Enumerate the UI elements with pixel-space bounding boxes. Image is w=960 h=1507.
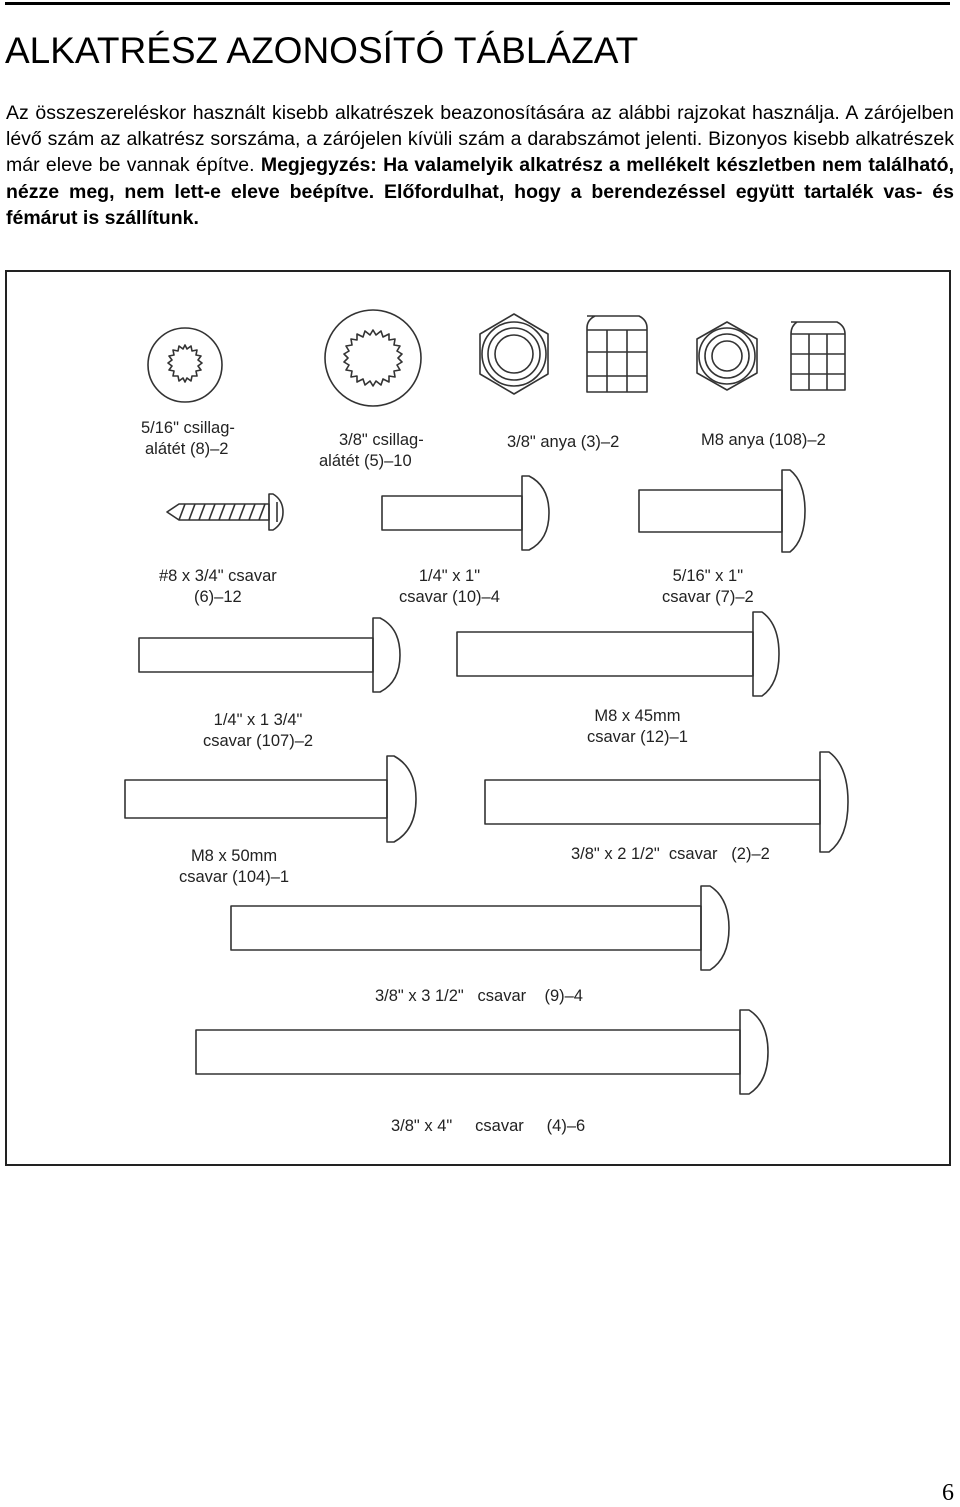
bolt-3-8x3-1-2-icon: [230, 885, 730, 971]
parts-drawing: [124, 309, 849, 1095]
bolt-1-4x1-3-4-icon: [138, 617, 401, 693]
parts-panel: 5/16" csillag- alátét (8)–2 3/8" csillag…: [5, 270, 951, 1166]
star-washer-large-icon: [324, 309, 422, 407]
intro-text: Az összeszereléskor használt kisebb alka…: [6, 102, 954, 177]
label-screw-8-3-4: #8 x 3/4" csavar (6)–12: [159, 567, 277, 606]
bolt-3-8x2-1-2-icon: [484, 751, 849, 853]
bolt-3-8x4-icon: [195, 1009, 769, 1095]
label-bolt-3-8x2-1-2: 3/8" x 2 1/2" csavar (2)–2: [571, 845, 770, 863]
wood-screw-icon: [166, 493, 284, 531]
label-bolt-3-8x4: 3/8" x 4" csavar (4)–6: [391, 1117, 586, 1135]
page-title: ALKATRÉSZ AZONOSÍTÓ TÁBLÁZAT: [5, 30, 639, 71]
nut-3-8-side-icon: [586, 315, 648, 393]
bolt-5-16x1-icon: [638, 469, 806, 553]
intro-note: Megjegyzés: Ha valamelyik alkatrész a me…: [6, 154, 954, 229]
label-nut-3-8: 3/8" anya (3)–2: [507, 433, 620, 451]
label-bolt-1-4x1: 1/4" x 1" csavar (10)–4: [399, 567, 500, 606]
bolt-1-4x1-icon: [381, 475, 550, 551]
label-washer-5-16: 5/16" csillag- alátét (8)–2: [141, 419, 235, 458]
nut-m8-side-icon: [790, 321, 846, 391]
label-bolt-3-8x3-1-2: 3/8" x 3 1/2" csavar (9)–4: [375, 987, 583, 1005]
nut-3-8-front-icon: [479, 313, 549, 395]
intro-paragraph: Az összeszereléskor használt kisebb alka…: [6, 100, 954, 231]
label-bolt-5-16x1: 5/16" x 1" csavar (7)–2: [662, 567, 754, 606]
label-washer-3-8: 3/8" csillag- alátét (5)–10: [319, 431, 424, 470]
bolt-m8x45-icon: [456, 611, 780, 697]
bolt-m8x50-icon: [124, 755, 417, 843]
top-rule: [5, 2, 950, 5]
page-number: 6: [942, 1480, 954, 1506]
label-bolt-m8x45: M8 x 45mm csavar (12)–1: [587, 707, 688, 746]
label-bolt-m8x50: M8 x 50mm csavar (104)–1: [179, 847, 290, 886]
label-bolt-1-4x1-3-4: 1/4" x 1 3/4" csavar (107)–2: [203, 711, 314, 750]
star-washer-small-icon: [147, 327, 223, 403]
nut-m8-front-icon: [696, 321, 758, 391]
label-nut-m8: M8 anya (108)–2: [701, 431, 826, 449]
